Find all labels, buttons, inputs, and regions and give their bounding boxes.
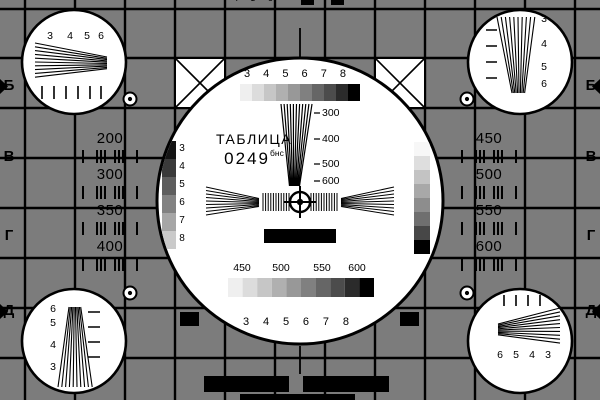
scale-digit: 7 — [322, 316, 329, 328]
corner-br-label-6: 6 — [497, 349, 503, 361]
right-panel-value-450: 450 — [475, 130, 503, 147]
row-label-right-g: Г — [586, 227, 596, 244]
scale-digit: 6 — [302, 316, 310, 328]
corner-tl-label-3: 3 — [47, 30, 53, 42]
card-code-number: 0249 — [224, 149, 270, 168]
corner-bl-label-3: 3 — [50, 361, 56, 373]
corner-circle-br — [466, 287, 574, 395]
wedge-label-600: 600 — [322, 175, 340, 187]
corner-ticks-tl — [41, 86, 102, 99]
corner-fan-bl — [57, 306, 93, 388]
corner-tl-label-5: 5 — [84, 30, 90, 42]
grayscale-strip-right — [414, 142, 430, 254]
card-code-suffix: бнс — [270, 148, 284, 159]
resolution-fan-left — [205, 186, 260, 216]
corner-tr-label-5: 5 — [541, 61, 547, 73]
corner-bl-label-4: 4 — [50, 339, 56, 351]
registration-target-bl — [122, 285, 138, 301]
side-gray-digit-3: 3 — [179, 143, 185, 154]
row-label-left-b: Б — [3, 77, 15, 94]
corner-fan-br — [497, 307, 561, 344]
right-panel-value-600: 600 — [475, 238, 503, 255]
scale-digit: 5 — [282, 316, 290, 328]
right-panel-value-500: 500 — [475, 166, 503, 183]
left-panel-value-200: 200 — [96, 130, 124, 147]
grayscale-top — [240, 84, 360, 101]
burst-label-550: 550 — [313, 262, 331, 274]
side-gray-digit-6: 6 — [179, 197, 185, 208]
corner-circle-tl — [20, 8, 128, 116]
row-label-left-g: Г — [4, 227, 14, 244]
wedge-label-400: 400 — [322, 133, 340, 145]
row-marker-triangles — [0, 79, 600, 319]
right-panel-value-550: 550 — [475, 202, 503, 219]
burst-label-450: 450 — [233, 262, 251, 274]
corner-tr-label-3: 3 — [541, 13, 547, 25]
scale-digit: 3 — [243, 316, 250, 328]
left-panel-value-400: 400 — [96, 238, 124, 255]
grayscale-bottom — [228, 278, 374, 297]
burst-label-500: 500 — [272, 262, 290, 274]
burst-label-600: 600 — [348, 262, 366, 274]
row-label-right-b: Б — [585, 77, 597, 94]
row-label-left-d: Д — [3, 302, 15, 319]
side-gray-digit-5: 5 — [179, 179, 185, 190]
scale-digit: 4 — [263, 68, 270, 80]
scale-digit: 8 — [339, 68, 346, 80]
top-edge-partial-digits: 4 5 6 — [228, 0, 278, 5]
left-panel-value-350: 350 — [96, 202, 124, 219]
scale-digit: 6 — [301, 68, 308, 80]
corner-ticks-br — [503, 295, 541, 306]
corner-circle-bl — [20, 287, 128, 395]
wedge-label-500: 500 — [322, 158, 340, 170]
registration-target-tr — [459, 91, 475, 107]
corner-br-label-5: 5 — [513, 349, 519, 361]
top-edge-dashes — [301, 0, 344, 5]
scale-digit: 4 — [262, 316, 270, 328]
side-gray-digit-7: 7 — [179, 215, 185, 226]
corner-ticks-tr — [486, 29, 497, 79]
scale-digit: 8 — [342, 316, 349, 328]
panel-grating-right — [461, 150, 517, 271]
resolution-fan-right — [340, 186, 395, 216]
registration-target-tl — [122, 91, 138, 107]
corner-fan-tr — [496, 16, 536, 94]
corner-bl-label-5: 5 — [50, 317, 56, 329]
panel-grating-left — [82, 150, 138, 271]
side-gray-digit-4: 4 — [179, 161, 185, 172]
center-bullseye — [288, 190, 312, 214]
corner-tr-label-6: 6 — [541, 78, 547, 90]
card-title: ТАБЛИЦА — [215, 131, 293, 147]
corner-tl-label-4: 4 — [67, 30, 73, 42]
corner-br-label-3: 3 — [545, 349, 551, 361]
registration-target-br — [459, 285, 475, 301]
wedge-label-300: 300 — [322, 107, 340, 119]
scale-digit: 5 — [282, 68, 289, 80]
corner-br-label-4: 4 — [529, 349, 535, 361]
vertical-wedge — [280, 103, 320, 187]
scale-digit: 3 — [244, 68, 251, 80]
side-gray-digit-8: 8 — [179, 233, 185, 244]
flank-squares — [180, 312, 419, 326]
corner-tl-label-6: 6 — [98, 30, 104, 42]
corner-ticks-bl — [88, 311, 100, 358]
scale-digit: 7 — [320, 68, 327, 80]
black-reference-bar — [264, 229, 336, 243]
row-label-right-v: В — [585, 148, 597, 165]
left-panel-value-300: 300 — [96, 166, 124, 183]
row-label-left-v: В — [3, 148, 15, 165]
row-label-right-d: Д — [585, 302, 597, 319]
corner-fan-tl — [34, 42, 108, 78]
corner-circle-tr — [466, 8, 574, 116]
corner-tr-label-4: 4 — [541, 38, 547, 50]
card-code: 0249бнс — [212, 148, 296, 168]
corner-bl-label-6: 6 — [50, 303, 56, 315]
bottom-bars — [204, 376, 389, 400]
